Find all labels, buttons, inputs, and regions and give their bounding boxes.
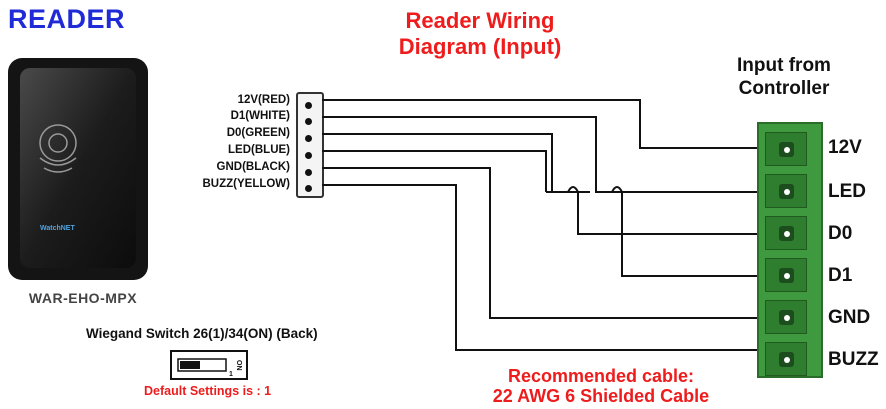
terminal-label-d0: D0 <box>828 223 853 244</box>
diagram-title: Reader Wiring Diagram (Input) <box>360 8 600 60</box>
terminal-screw <box>784 315 790 321</box>
terminal-label-buzz: BUZZ <box>828 349 879 370</box>
wire-label-d0: D0(GREEN) <box>226 127 290 139</box>
reader-connector <box>296 92 324 198</box>
terminal-label-12v: 12V <box>828 137 862 158</box>
reader-brand: WatchNET <box>40 225 75 232</box>
diagram-title-line-1: Reader Wiring <box>405 8 555 33</box>
reader-face <box>20 68 136 268</box>
wire-label-d1: D1(WHITE) <box>230 110 290 122</box>
default-settings: Default Settings is : 1 <box>144 384 272 398</box>
wire-gnd <box>322 167 757 319</box>
dip-switch-on-label: ON <box>235 360 242 371</box>
wire-led <box>322 150 547 192</box>
wire-buzz <box>322 184 757 351</box>
connector-pin <box>305 169 312 176</box>
wire-label-buzz: BUZZ(YELLOW) <box>202 178 290 190</box>
wire-jump-2 <box>611 186 623 193</box>
terminal-screw <box>784 231 790 237</box>
terminal-screw <box>784 189 790 195</box>
terminal-label-gnd: GND <box>828 307 871 328</box>
wire-label-12v: 12V(RED) <box>237 94 290 106</box>
dip-switch-pos-label: 1 <box>229 371 233 378</box>
recommended-cable-line-1: Recommended cable: <box>507 366 695 386</box>
fingerprint-icon <box>39 124 77 173</box>
terminal-screw <box>784 357 790 363</box>
recommended-cable-line-2: 22 AWG 6 Shielded Cable <box>492 386 710 406</box>
input-title: Input from Controller <box>714 54 854 100</box>
wire-jump-1 <box>567 186 579 193</box>
terminal-slot <box>765 132 807 166</box>
reader-model: WAR-EHO-MPX <box>28 290 138 306</box>
controller-terminal-block <box>757 122 823 378</box>
terminal-slot <box>765 216 807 250</box>
terminal-slot <box>765 258 807 292</box>
terminal-slot <box>765 342 807 376</box>
recommended-cable: Recommended cable: 22 AWG 6 Shielded Cab… <box>456 366 746 406</box>
connector-pin <box>305 185 312 192</box>
terminal-screw <box>784 147 790 153</box>
terminal-screw <box>784 273 790 279</box>
diagram-title-line-2: Diagram (Input) <box>398 34 562 59</box>
reader-device-image: WatchNET <box>8 58 148 280</box>
connector-pin <box>305 152 312 159</box>
wire-label-led: LED(BLUE) <box>228 144 290 156</box>
wire-12v <box>322 99 757 149</box>
terminal-label-led: LED <box>828 181 866 202</box>
wiegand-switch-label: Wiegand Switch 26(1)/34(ON) (Back) <box>86 326 318 341</box>
terminal-slot <box>765 174 807 208</box>
connector-pin <box>305 102 312 109</box>
input-title-line-2: Controller <box>738 78 830 99</box>
input-title-line-1: Input from <box>737 55 831 76</box>
dip-switch: ON 1 <box>170 350 248 380</box>
terminal-slot <box>765 300 807 334</box>
connector-pin <box>305 135 312 142</box>
reader-title: READER <box>8 4 126 34</box>
dip-switch-slider <box>180 361 200 369</box>
connector-pin <box>305 118 312 125</box>
wire-d1 <box>322 116 757 277</box>
terminal-label-d1: D1 <box>828 265 853 286</box>
wire-label-gnd: GND(BLACK) <box>216 161 290 173</box>
